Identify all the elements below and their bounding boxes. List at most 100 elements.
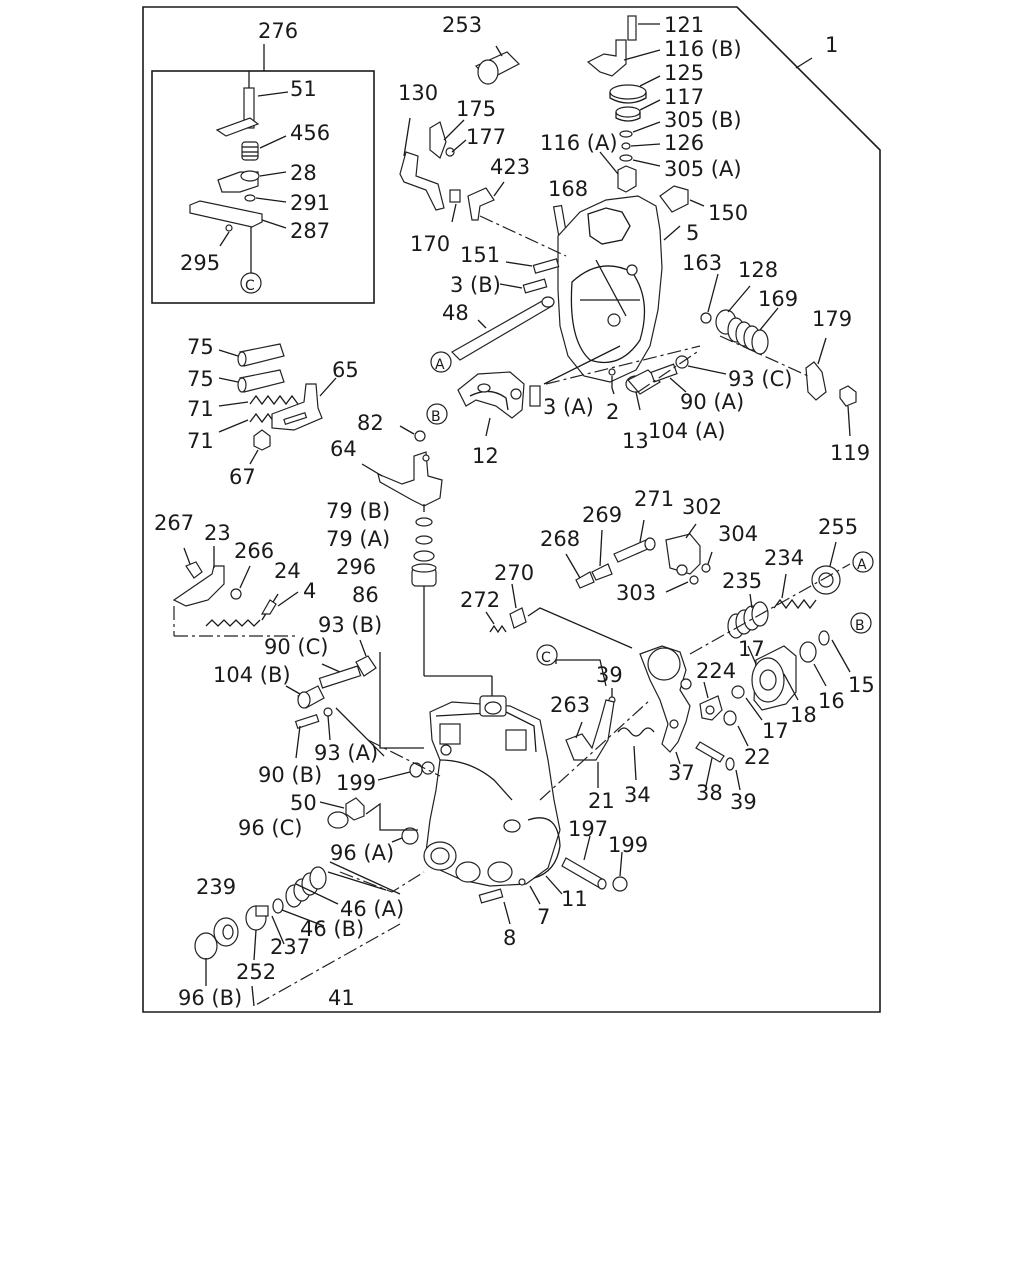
- ref-marker-a-lower: [852, 551, 874, 573]
- callout-79a: 79 (A): [326, 527, 390, 551]
- spring-link-group: [218, 343, 337, 465]
- callout-39-lower: 39: [730, 790, 757, 814]
- callout-121: 121: [664, 13, 704, 37]
- ref-letter-c-lower: C: [541, 650, 551, 666]
- callout-65: 65: [332, 358, 359, 382]
- callout-15: 15: [848, 673, 875, 697]
- callout-71-lower: 71: [187, 429, 214, 453]
- callout-4: 4: [303, 579, 316, 603]
- callout-86: 86: [352, 583, 379, 607]
- callout-303: 303: [616, 581, 656, 605]
- callout-labels: 1 2 3 (A) 3 (B) 4 5 7 8 11 12 13 15 16 1…: [154, 13, 875, 1010]
- callout-79b: 79 (B): [326, 499, 390, 523]
- ref-letter-b-lower: B: [855, 618, 865, 634]
- callout-291: 291: [290, 191, 330, 215]
- ref-marker-c-lower: [536, 644, 558, 666]
- callout-296: 296: [336, 555, 376, 579]
- callout-37: 37: [668, 761, 695, 785]
- ref-letter-b-upper: B: [431, 409, 441, 425]
- callout-302: 302: [682, 495, 722, 519]
- callout-125: 125: [664, 61, 704, 85]
- callout-18: 18: [790, 703, 817, 727]
- callout-28: 28: [290, 161, 317, 185]
- callout-75-lower: 75: [187, 367, 214, 391]
- callout-96b: 96 (B): [178, 986, 242, 1010]
- ref-marker-b-lower: [850, 612, 872, 634]
- callout-23: 23: [204, 521, 231, 545]
- callout-96c: 96 (C): [238, 816, 302, 840]
- callout-93c: 93 (C): [728, 367, 792, 391]
- connection-lines: [367, 215, 809, 801]
- inset-assembly: [189, 44, 289, 294]
- inset-frame: [151, 70, 375, 304]
- callout-197: 197: [568, 817, 608, 841]
- callout-177: 177: [466, 125, 506, 149]
- callout-267: 267: [154, 511, 194, 535]
- callout-12: 12: [472, 444, 499, 468]
- callout-423: 423: [490, 155, 530, 179]
- center-bracket-group: [361, 425, 493, 700]
- callout-237: 237: [270, 935, 310, 959]
- callout-456: 456: [290, 121, 330, 145]
- callout-104b: 104 (B): [213, 663, 291, 687]
- callout-22: 22: [744, 745, 771, 769]
- callout-17-upper: 17: [738, 637, 765, 661]
- callout-253: 253: [442, 13, 482, 37]
- reference-letters: A A B B C C: [245, 278, 867, 666]
- ref-marker-b-upper: [426, 403, 448, 425]
- callout-263: 263: [550, 693, 590, 717]
- callout-75-upper: 75: [187, 335, 214, 359]
- callout-82: 82: [357, 411, 384, 435]
- callout-64: 64: [330, 437, 357, 461]
- callout-234: 234: [764, 546, 804, 570]
- callout-287: 287: [290, 219, 330, 243]
- main-housing: [319, 695, 628, 925]
- callout-117: 117: [664, 85, 704, 109]
- callout-21: 21: [588, 789, 615, 813]
- callout-46b: 46 (B): [300, 917, 364, 941]
- callout-34: 34: [624, 783, 651, 807]
- callout-11: 11: [561, 887, 588, 911]
- callout-130: 130: [398, 81, 438, 105]
- callout-128: 128: [738, 258, 778, 282]
- callout-252: 252: [236, 960, 276, 984]
- callout-90b: 90 (B): [258, 763, 322, 787]
- callout-126: 126: [664, 131, 704, 155]
- callout-5: 5: [686, 221, 699, 245]
- callout-179: 179: [812, 307, 852, 331]
- callout-116b: 116 (B): [664, 37, 742, 61]
- callout-119: 119: [830, 441, 870, 465]
- upper-housing-group: [399, 15, 857, 437]
- callout-50: 50: [290, 791, 317, 815]
- callout-305a: 305 (A): [664, 157, 742, 181]
- callout-169: 169: [758, 287, 798, 311]
- callout-93a: 93 (A): [314, 741, 378, 765]
- callout-239: 239: [196, 875, 236, 899]
- lower-spring-stack: [194, 861, 425, 1007]
- callout-151: 151: [460, 243, 500, 267]
- callout-8: 8: [503, 926, 516, 950]
- callout-17-lower: 17: [762, 719, 789, 743]
- callout-46a: 46 (A): [340, 897, 404, 921]
- callout-1: 1: [825, 33, 838, 57]
- callout-235: 235: [722, 569, 762, 593]
- callout-150: 150: [708, 201, 748, 225]
- lower-left-bolt-group: [285, 639, 424, 759]
- callout-39-upper: 39: [596, 663, 623, 687]
- callout-48: 48: [442, 301, 469, 325]
- callout-24: 24: [274, 559, 301, 583]
- callout-93b: 93 (B): [318, 613, 382, 637]
- diagram-frame: [142, 6, 881, 1013]
- callout-51: 51: [290, 77, 317, 101]
- callout-104a: 104 (A): [648, 419, 726, 443]
- callout-199-left: 199: [336, 771, 376, 795]
- left-linkage-group: [172, 546, 299, 637]
- callout-269: 269: [582, 503, 622, 527]
- callout-163: 163: [682, 251, 722, 275]
- callout-272: 272: [460, 588, 500, 612]
- callout-116a: 116 (A): [540, 131, 618, 155]
- callout-270: 270: [494, 561, 534, 585]
- ref-marker-a-upper: [430, 351, 452, 373]
- callout-71-upper: 71: [187, 397, 214, 421]
